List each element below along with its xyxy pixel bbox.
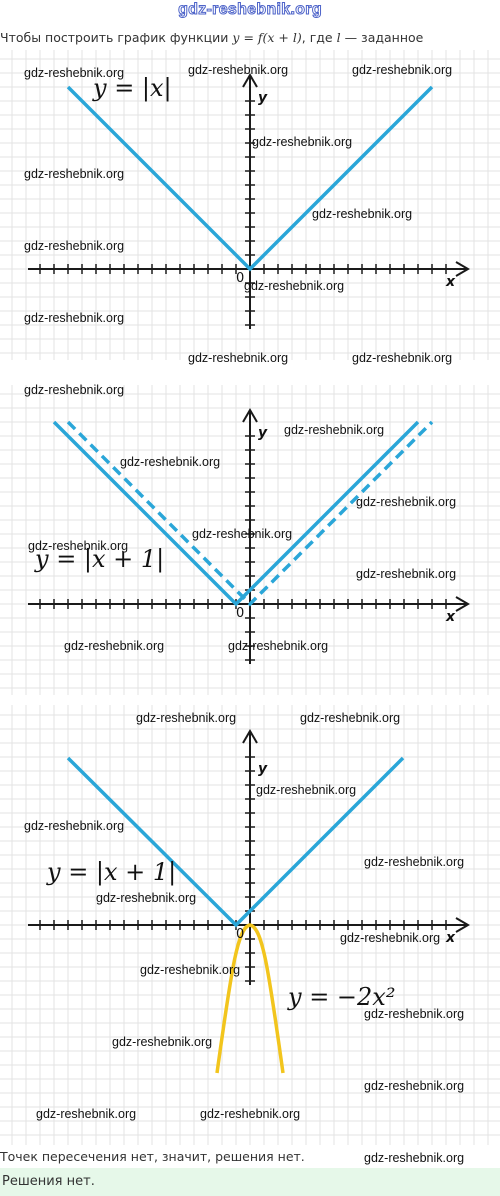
watermark: gdz-reshebnik.org bbox=[284, 423, 385, 437]
watermark: gdz-reshebnik.org bbox=[352, 63, 453, 77]
watermark: gdz-reshebnik.org bbox=[364, 1151, 465, 1165]
intro-function: y = f(x + l) bbox=[232, 30, 302, 45]
y-axis-arrow bbox=[242, 729, 258, 744]
graph-1-x-label: x bbox=[446, 274, 456, 290]
watermark: gdz-reshebnik.org bbox=[96, 891, 197, 905]
watermark: gdz-reshebnik.org bbox=[312, 207, 413, 221]
watermark: gdz-reshebnik.org bbox=[24, 239, 125, 253]
intro-lead: Чтобы построить график функции bbox=[0, 30, 229, 45]
y-axis-arrow bbox=[242, 73, 258, 88]
graph-1-axes bbox=[28, 73, 470, 329]
watermark: gdz-reshebnik.org bbox=[364, 1079, 465, 1093]
watermark: gdz-reshebnik.org bbox=[364, 855, 465, 869]
watermark: gdz-reshebnik.org bbox=[192, 527, 293, 541]
watermark: gdz-reshebnik.org bbox=[228, 639, 329, 653]
intro-text: Чтобы построить график функции y = f(x +… bbox=[0, 30, 500, 45]
watermark: gdz-reshebnik.org bbox=[244, 279, 345, 293]
graph-1-svg bbox=[0, 50, 500, 360]
watermark: gdz-reshebnik.org bbox=[28, 539, 129, 553]
graph-panel-2: y = |x + 1| y x 0 bbox=[0, 385, 500, 695]
answer-box: Решения нет. bbox=[0, 1168, 500, 1196]
watermark: gdz-reshebnik.org bbox=[188, 63, 289, 77]
graph-3-origin: 0 bbox=[236, 927, 245, 942]
watermark: gdz-reshebnik.org bbox=[200, 1107, 301, 1121]
watermark: gdz-reshebnik.org bbox=[188, 351, 289, 365]
graph-3-svg bbox=[0, 705, 500, 1145]
watermark: gdz-reshebnik.org bbox=[300, 711, 401, 725]
graph-2-origin: 0 bbox=[236, 606, 245, 621]
watermark: gdz-reshebnik.org bbox=[24, 819, 125, 833]
watermark: gdz-reshebnik.org bbox=[24, 167, 125, 181]
watermark: gdz-reshebnik.org bbox=[364, 1007, 465, 1021]
x-axis-arrow bbox=[455, 261, 470, 277]
graph-3-x-label: x bbox=[446, 930, 456, 946]
graph-1-y-label: y bbox=[258, 90, 268, 106]
graph-1-origin: 0 bbox=[236, 271, 245, 286]
site-title[interactable]: gdz-reshebnik.org bbox=[178, 1, 322, 19]
graph-1-formula: y = |x| bbox=[93, 74, 172, 102]
curve-abs-x bbox=[66, 85, 434, 272]
graph-3-formula-parabola: y = −2x² bbox=[288, 983, 396, 1011]
graph-3-axes bbox=[28, 729, 470, 985]
graph-2-formula: y = |x + 1| bbox=[35, 545, 165, 573]
graph-2-x-label: x bbox=[446, 609, 456, 625]
watermark: gdz-reshebnik.org bbox=[352, 351, 453, 365]
watermark: gdz-reshebnik.org bbox=[24, 383, 125, 397]
graph-3-formula-abs: y = |x + 1| bbox=[47, 858, 177, 886]
intro-tail: — заданное bbox=[344, 30, 424, 45]
watermark: gdz-reshebnik.org bbox=[256, 783, 357, 797]
watermark: gdz-reshebnik.org bbox=[36, 1107, 137, 1121]
watermark: gdz-reshebnik.org bbox=[112, 1035, 213, 1049]
graph-3-y-label: y bbox=[258, 761, 268, 777]
intro-variable: l bbox=[336, 30, 341, 45]
x-axis-arrow bbox=[455, 917, 470, 933]
graph-2-svg bbox=[0, 385, 500, 695]
answer-text: Решения нет. bbox=[2, 1174, 95, 1189]
watermark: gdz-reshebnik.org bbox=[24, 66, 125, 80]
y-axis-arrow bbox=[242, 408, 258, 423]
curve-abs-x-dashed bbox=[66, 420, 434, 607]
graph-panel-3: y = |x + 1| y = −2x² y x 0 bbox=[0, 705, 500, 1145]
watermark: gdz-reshebnik.org bbox=[340, 931, 441, 945]
watermark: gdz-reshebnik.org bbox=[140, 963, 241, 977]
watermark: gdz-reshebnik.org bbox=[64, 639, 165, 653]
conclusion-text: Точек пересечения нет, значит, решения н… bbox=[0, 1149, 305, 1164]
graph-panel-1: y = |x| y x 0 bbox=[0, 50, 500, 360]
watermark: gdz-reshebnik.org bbox=[136, 711, 237, 725]
curve-abs-x-plus-1 bbox=[52, 420, 420, 607]
watermark: gdz-reshebnik.org bbox=[356, 495, 457, 509]
curve-parabola bbox=[215, 923, 285, 1074]
watermark: gdz-reshebnik.org bbox=[24, 311, 125, 325]
watermark: gdz-reshebnik.org bbox=[252, 135, 353, 149]
graph-2-y-label: y bbox=[258, 425, 268, 441]
watermark: gdz-reshebnik.org bbox=[356, 567, 457, 581]
watermark: gdz-reshebnik.org bbox=[120, 455, 221, 469]
intro-middle: , где bbox=[301, 30, 333, 45]
curve-abs-x-plus-1 bbox=[66, 756, 405, 928]
x-axis-arrow bbox=[455, 596, 470, 612]
graph-2-axes bbox=[28, 408, 470, 664]
